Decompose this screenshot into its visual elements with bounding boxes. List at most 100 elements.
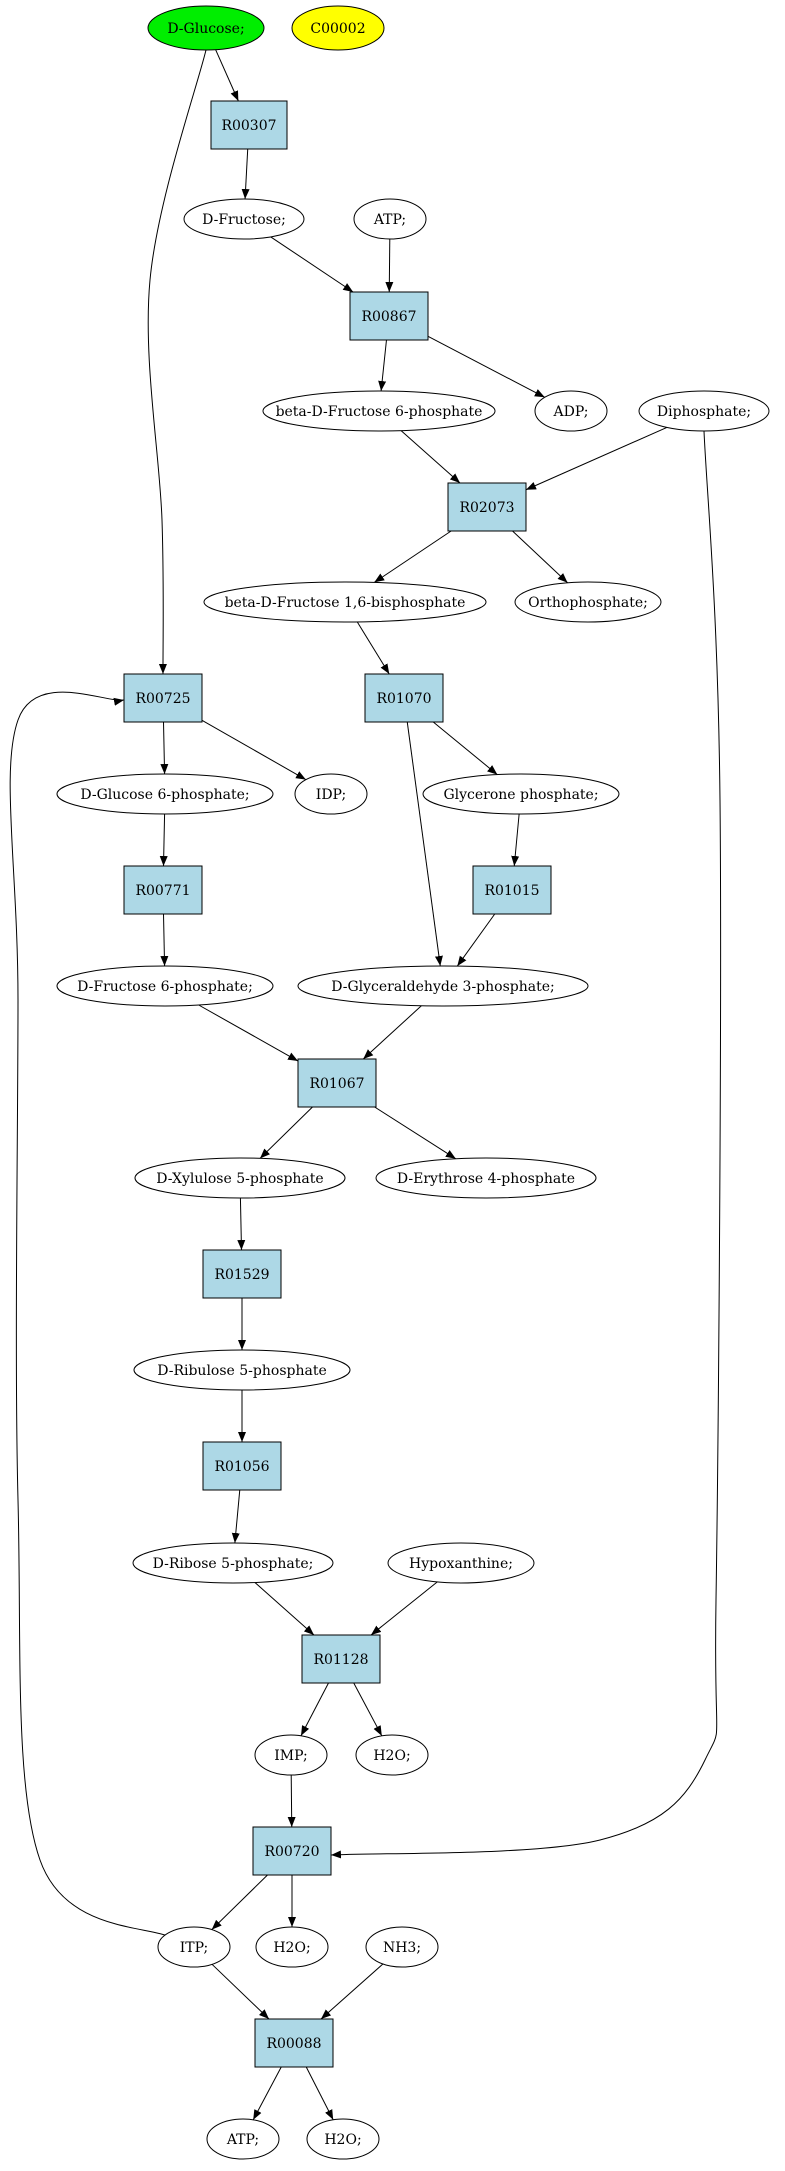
node-d-glucose: D-Glucose;: [147, 5, 265, 51]
node-label: D-Erythrose 4-phosphate: [397, 1171, 575, 1187]
node-imp: IMP;: [254, 1734, 328, 1776]
node-label: Hypoxanthine;: [409, 1556, 513, 1572]
edge-imp-to-r00720: [287, 1774, 296, 1828]
node-label: Glycerone phosphate;: [443, 787, 598, 803]
edge-d_glucose-to-r00307: [215, 49, 239, 102]
compound-ellipse: [365, 1926, 439, 1968]
node-atp-1: ATP;: [353, 198, 427, 240]
node-r00088: R00088: [254, 2018, 334, 2068]
edge-d_xu5p-to-r01529: [237, 1197, 246, 1251]
reaction-box: [254, 2018, 334, 2068]
node-r00720: R00720: [252, 1826, 332, 1876]
node-atp-2: ATP;: [206, 2118, 280, 2160]
node-label: Diphosphate;: [657, 404, 751, 420]
node-d-ru5p: D-Ribulose 5-phosphate: [133, 1349, 351, 1391]
node-label: H2O;: [373, 1748, 410, 1764]
node-d-r5p: D-Ribose 5-phosphate;: [132, 1542, 334, 1584]
edge-glycerone_p-to-r01015: [511, 813, 520, 867]
node-h2o-3: H2O;: [306, 2118, 380, 2160]
edge-r01128-to-h2o_1: [353, 1682, 383, 1737]
compound-ellipse: [514, 581, 662, 623]
compound-ellipse: [255, 1926, 329, 1968]
node-idp: IDP;: [294, 773, 368, 815]
reaction-box: [252, 1826, 332, 1876]
node-r02073: R02073: [447, 482, 527, 532]
reaction-box: [447, 482, 527, 532]
node-label: beta-D-Fructose 1,6-bisphosphate: [225, 595, 466, 611]
node-d-glc6p: D-Glucose 6-phosphate;: [56, 773, 274, 815]
edge-d_glc6p-to-r00771: [159, 813, 168, 867]
node-adp: ADP;: [534, 390, 608, 432]
edge-r01067-to-d_xu5p: [259, 1106, 313, 1159]
node-label: beta-D-Fructose 6-phosphate: [276, 404, 483, 420]
node-label: R01067: [309, 1076, 364, 1092]
edge-r00867-to-b_fru6p: [378, 339, 387, 392]
compound-ellipse: [157, 1926, 231, 1968]
reaction-box: [202, 1249, 282, 1299]
node-b-fru6p: beta-D-Fructose 6-phosphate: [262, 390, 496, 432]
compound-ellipse: [203, 581, 487, 623]
edge-d_ga3p-to-r01067: [362, 1005, 422, 1060]
edge-r01067-to-d_e4p: [374, 1106, 457, 1160]
node-label: R01128: [313, 1652, 368, 1668]
compound-ellipse: [133, 1349, 351, 1391]
compound-ellipse: [132, 1542, 334, 1584]
node-diphosphate: Diphosphate;: [638, 390, 770, 432]
compound-ellipse: [291, 5, 385, 51]
node-d-xu5p: D-Xylulose 5-phosphate: [134, 1157, 346, 1199]
node-d-fru6p: D-Fructose 6-phosphate;: [56, 965, 274, 1007]
node-r00725: R00725: [123, 673, 203, 723]
node-r01015: R01015: [472, 865, 552, 915]
node-label: D-Glucose;: [167, 21, 244, 37]
node-label: R01529: [214, 1267, 269, 1283]
node-label: R01015: [484, 883, 539, 899]
node-r00771: R00771: [123, 865, 203, 915]
compound-ellipse: [375, 1157, 597, 1199]
node-c00002: C00002: [291, 5, 385, 51]
edge-b_fru16bp-to-r01070: [356, 621, 390, 675]
node-r01529: R01529: [202, 1249, 282, 1299]
compound-ellipse: [294, 773, 368, 815]
node-label: R00088: [266, 2036, 321, 2052]
edge-r00720-to-itp: [211, 1874, 268, 1930]
node-label: D-Ribulose 5-phosphate: [157, 1363, 327, 1379]
node-label: R01070: [376, 691, 431, 707]
edge-d_r5p-to-r01128: [254, 1582, 315, 1636]
edge-r01056-to-d_r5p: [231, 1489, 241, 1544]
node-b-fru16bp: beta-D-Fructose 1,6-bisphosphate: [203, 581, 487, 623]
edge-r00867-to-adp: [427, 335, 545, 398]
node-label: ITP;: [180, 1940, 209, 1956]
node-label: ATP;: [373, 212, 406, 228]
edge-r00307-to-d_fructose: [241, 148, 250, 200]
node-label: D-Glucose 6-phosphate;: [80, 787, 249, 803]
edge-d_fru6p-to-r01067: [198, 1004, 299, 1062]
compound-ellipse: [306, 2118, 380, 2160]
compound-ellipse: [353, 198, 427, 240]
reaction-box: [210, 100, 288, 150]
compound-ellipse: [183, 198, 305, 240]
node-label: IDP;: [316, 787, 346, 803]
compound-ellipse: [56, 773, 274, 815]
edge-diphosphate-to-r00720: [330, 430, 722, 1859]
edge-r01070-to-d_ga3p: [406, 721, 443, 967]
reaction-box: [202, 1441, 282, 1491]
compound-ellipse: [387, 1542, 535, 1584]
reaction-box: [297, 1058, 377, 1108]
edge-d_fructose-to-r00867: [270, 236, 354, 293]
node-label: R00307: [221, 118, 276, 134]
node-label: D-Fructose;: [202, 212, 286, 228]
compound-ellipse: [638, 390, 770, 432]
node-label: D-Xylulose 5-phosphate: [156, 1171, 323, 1187]
edge-r01070-to-glycerone_p: [432, 721, 498, 775]
compound-ellipse: [56, 965, 274, 1007]
node-itp: ITP;: [157, 1926, 231, 1968]
node-label: ATP;: [226, 2132, 259, 2148]
node-r00867: R00867: [349, 291, 429, 341]
edge-r02073-to-b_fru16bp: [373, 530, 452, 583]
node-h2o-1: H2O;: [355, 1734, 429, 1776]
node-label: D-Fructose 6-phosphate;: [77, 979, 253, 995]
edge-r00088-to-h2o_3: [305, 2066, 334, 2120]
node-label: D-Ribose 5-phosphate;: [153, 1556, 314, 1572]
